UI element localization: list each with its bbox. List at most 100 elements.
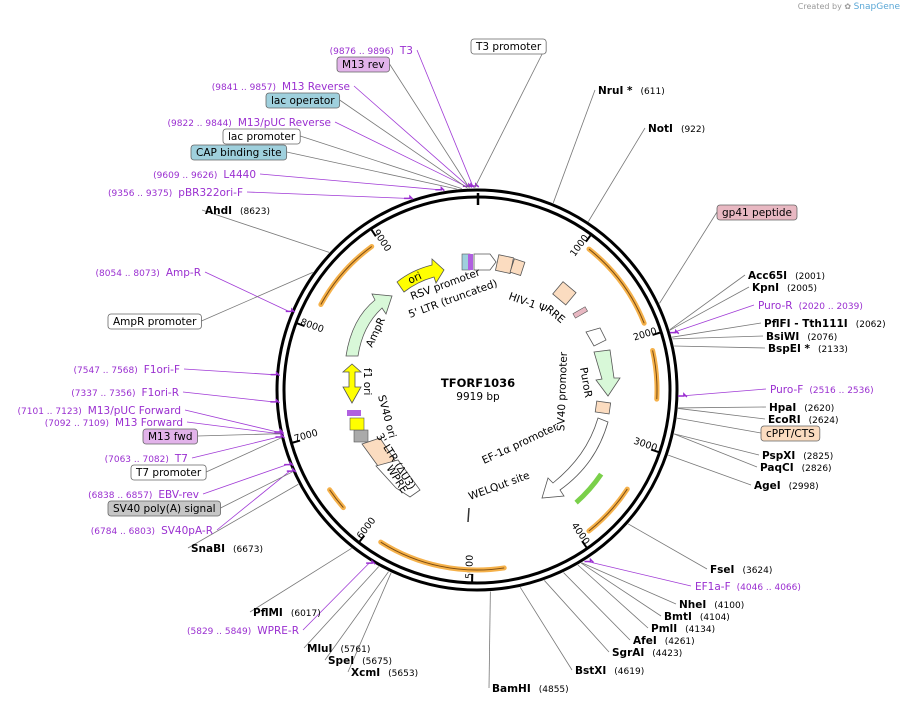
primer-leader — [183, 368, 274, 376]
primer-label: T3(9876 .. 9896) — [330, 45, 413, 57]
rsv-promoter-arrow — [473, 253, 497, 271]
site-leader — [668, 454, 752, 486]
m13-primer-glyph — [347, 410, 361, 416]
site-position: (2005) — [787, 284, 817, 294]
primer-range: (9609 .. 9626) — [153, 171, 217, 181]
feature-box-label: lac promoter — [222, 128, 301, 145]
primer-name: F1ori-F — [144, 364, 180, 376]
feature-leader — [201, 272, 313, 322]
outer-ring — [275, 188, 679, 592]
orf-arc-core — [380, 541, 505, 571]
primer-mark — [285, 307, 296, 313]
primer-range: (4046 .. 4066) — [737, 583, 801, 593]
primer-range: (6838 .. 6857) — [88, 491, 152, 501]
primer-leader — [184, 409, 278, 433]
primer-mark — [403, 194, 414, 200]
site-label: SnaBI — [191, 543, 225, 555]
site-position: (2062) — [856, 320, 886, 330]
primer-mark — [584, 557, 595, 564]
primer-label: EBV-rev (6838 .. 6857) — [88, 489, 199, 501]
ruler-tick — [358, 534, 366, 544]
primer-leader — [672, 304, 755, 334]
site-leader — [347, 572, 392, 673]
feature-box-text: lac operator — [271, 95, 335, 107]
site-label: EcoRI — [768, 414, 801, 426]
site-position: (4104) — [700, 613, 730, 623]
label-welqut-site: WELQut site — [467, 470, 531, 503]
primer-leader — [182, 391, 274, 403]
cppt-glyph — [594, 400, 612, 415]
sv40-ori-glyph — [349, 417, 365, 431]
site-position: (2825) — [803, 452, 833, 462]
primer-range: (7101 .. 7123) — [18, 407, 82, 417]
site-position: (5675) — [362, 657, 392, 667]
f1-ori-arrow — [341, 363, 363, 404]
feature-box — [142, 428, 198, 445]
feature-box-label: T7 promoter — [130, 464, 207, 481]
site-leader — [187, 483, 299, 549]
feature-box — [107, 313, 202, 330]
brand-name: SnapGene — [853, 2, 900, 12]
site-label: MluI — [307, 643, 332, 655]
ruler-tick-label: 7000 — [293, 428, 319, 445]
feature-box-label: gp41 peptide — [716, 204, 798, 221]
site-leader — [674, 433, 758, 468]
site-leader — [678, 406, 767, 409]
site-position: (2133) — [818, 345, 848, 355]
label-ori: ori — [406, 270, 423, 287]
ruler-tick — [581, 540, 589, 550]
site-label: BspEI * — [768, 343, 811, 355]
primer-name: EBV-rev — [158, 489, 199, 501]
primer-name: L4440 — [223, 169, 256, 181]
feature-leader — [389, 63, 470, 189]
feature-box-label: lac operator — [265, 92, 341, 109]
plasmid-name: TFORF1036 — [441, 376, 515, 390]
primer-name: EF1a-F — [695, 581, 731, 593]
site-leader — [488, 591, 491, 689]
site-position: (4134) — [685, 625, 715, 635]
primer-range: (8054 .. 8073) — [96, 269, 160, 279]
rre-glyph — [552, 281, 577, 306]
feature-box-label: M13 rev — [336, 56, 390, 73]
feature-box-text: M13 rev — [342, 59, 385, 71]
primer-leader — [416, 49, 474, 187]
primer-leader — [680, 388, 767, 397]
primer-label: EF1a-F (4046 .. 4066) — [695, 581, 801, 593]
site-position: (2076) — [807, 333, 837, 343]
label-sv40-ori: SV40 ori — [375, 394, 398, 440]
site-position: (5653) — [388, 669, 418, 679]
site-leader — [588, 127, 646, 222]
site-position: (3624) — [742, 566, 772, 576]
feature-box — [716, 204, 798, 221]
primer-label: M13/pUC Reverse(9822 .. 9844) — [168, 117, 331, 129]
feature-box-text: CAP binding site — [196, 147, 282, 159]
site-leader — [577, 564, 649, 629]
inner-features — [341, 253, 621, 523]
primer-label: Amp-R(8054 .. 8073) — [96, 267, 201, 279]
feature-box-text: gp41 peptide — [722, 207, 792, 219]
ruler-tick-label: 1000 — [568, 233, 591, 259]
puro-orf-arc — [574, 472, 604, 505]
feature-box-text: cPPT/CTS — [766, 428, 815, 440]
orf-arc-core — [588, 248, 645, 324]
hiv-psi-glyph — [509, 258, 526, 277]
feature-box-text: SV40 poly(A) signal — [113, 503, 216, 515]
site-label: NotI — [648, 123, 673, 135]
site-label: BstXI — [575, 665, 606, 677]
primer-mark — [284, 460, 294, 467]
site-position: (4855) — [539, 685, 569, 695]
primer-range: (7092 .. 7109) — [45, 419, 109, 429]
primer-label: WPRE-R(5829 .. 5849) — [187, 625, 299, 637]
primer-range: (9876 .. 9896) — [330, 47, 394, 57]
leader-lines — [182, 45, 767, 689]
primer-range: (9356 .. 9375) — [108, 189, 172, 199]
primer-label: T7(7063 .. 7082) — [105, 453, 188, 465]
site-position: (8623) — [240, 207, 270, 217]
primer-leader — [191, 436, 279, 459]
orf-arc-core — [320, 246, 373, 305]
feature-box — [222, 128, 301, 145]
primer-range: (6784 .. 6803) — [91, 527, 155, 537]
site-leader — [544, 580, 610, 653]
ruler-tick — [652, 331, 662, 336]
